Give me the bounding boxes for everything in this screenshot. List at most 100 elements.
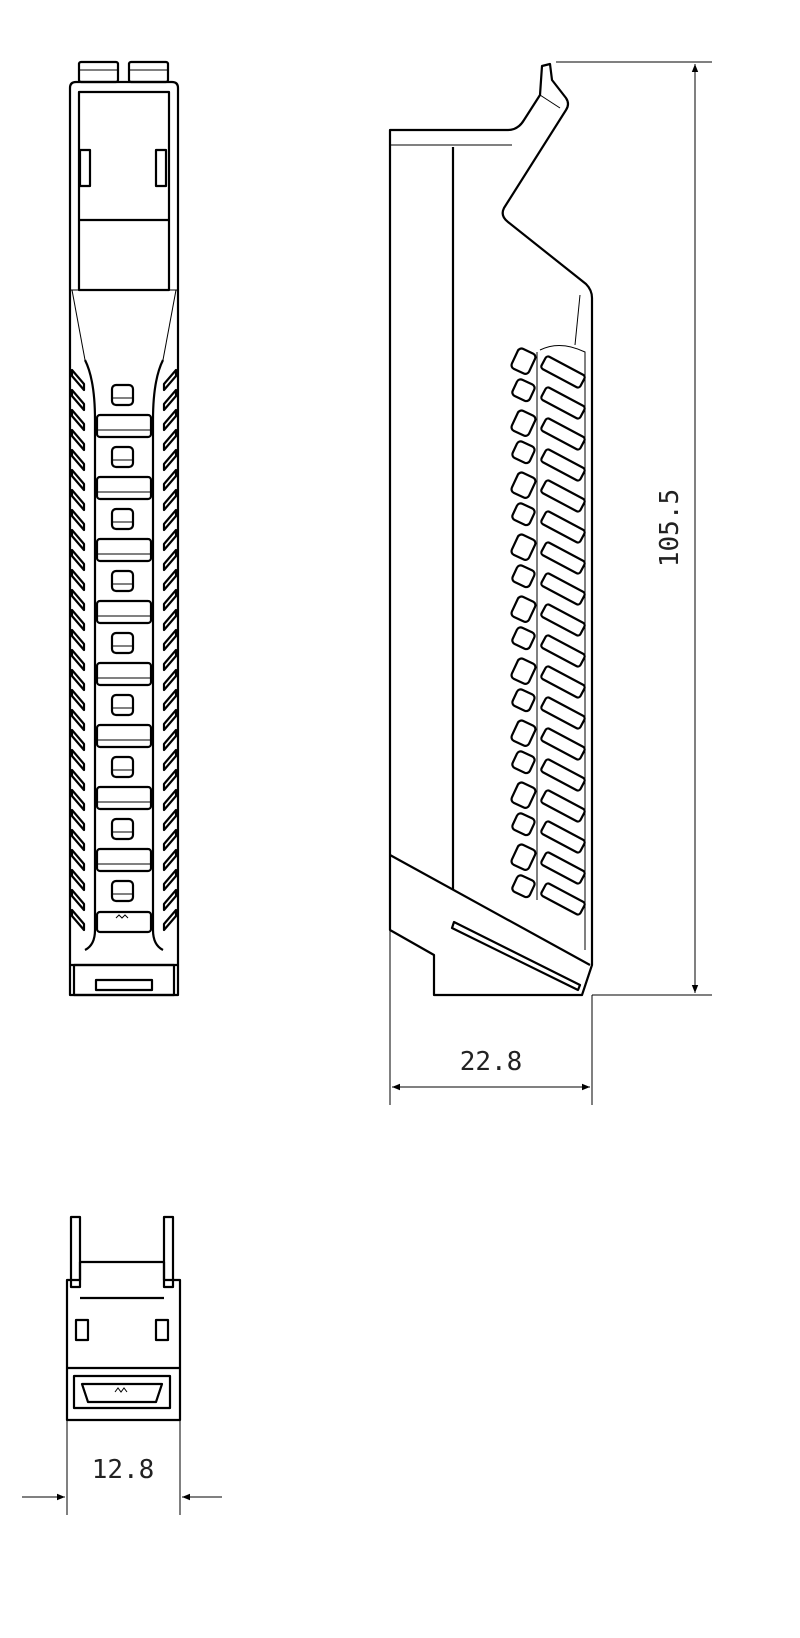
vent-rib	[162, 848, 178, 872]
vent-rib	[162, 888, 178, 912]
dimension-width: 12.8	[22, 1420, 222, 1515]
vent-rib	[70, 728, 86, 752]
vent-rib	[162, 648, 178, 672]
side-vent-small	[511, 502, 536, 527]
side-vent-small	[510, 657, 537, 685]
vent-rib	[70, 668, 86, 692]
vent-rib	[162, 808, 178, 832]
vent-rib	[70, 408, 86, 432]
vent-rib	[70, 588, 86, 612]
vent-rib	[70, 808, 86, 832]
dimension-depth: 22.8	[389, 930, 593, 1105]
vent-rib	[162, 548, 178, 572]
side-vent-small	[511, 874, 536, 899]
vent-slot-small	[110, 445, 135, 469]
vent-rib	[70, 688, 86, 712]
side-vent-small	[511, 378, 536, 403]
side-vent-long	[540, 479, 586, 513]
vent-rib	[162, 728, 178, 752]
vent-slot-wide	[95, 661, 153, 687]
vent-rib	[70, 488, 86, 512]
vent-rib	[162, 568, 178, 592]
vent-rib	[162, 628, 178, 652]
vent-rib	[162, 388, 178, 412]
vent-rib	[70, 568, 86, 592]
side-vent-long	[540, 727, 586, 761]
side-vent-small	[511, 812, 536, 837]
dimension-height-label: 105.5	[655, 489, 685, 567]
vent-slot-small	[110, 569, 135, 593]
side-vent-small	[510, 781, 537, 809]
vent-rib	[70, 908, 86, 932]
vent-rib	[162, 708, 178, 732]
vent-rib	[162, 468, 178, 492]
side-vent-long	[540, 820, 586, 854]
vent-rib	[70, 468, 86, 492]
side-vent-long	[540, 758, 586, 792]
vent-rib	[162, 428, 178, 452]
vent-rib	[162, 588, 178, 612]
side-view	[388, 62, 594, 997]
side-vent-small	[510, 843, 537, 871]
vent-slot-small	[110, 755, 135, 779]
vent-rib	[162, 828, 178, 852]
dimension-height: 105.5	[556, 61, 712, 996]
vent-slot-wide	[95, 785, 153, 811]
vent-slot-wide	[95, 475, 153, 501]
side-vent-long	[540, 789, 586, 823]
vent-rib	[162, 688, 178, 712]
vent-rib	[70, 388, 86, 412]
vent-rib	[162, 408, 178, 432]
vent-rib	[162, 368, 178, 392]
side-vent-small	[510, 471, 537, 499]
side-vent-long	[540, 634, 586, 668]
side-vent-long	[540, 572, 586, 606]
side-vent-small	[510, 409, 537, 437]
side-vent-long	[540, 696, 586, 730]
vent-rib	[162, 488, 178, 512]
vent-rib	[162, 868, 178, 892]
vent-slot-wide	[95, 847, 153, 873]
vent-rib	[162, 668, 178, 692]
vent-rib	[162, 528, 178, 552]
vent-slot-wide	[95, 413, 153, 439]
vent-rib	[70, 448, 86, 472]
vent-rib	[162, 748, 178, 772]
vent-slot-small	[110, 383, 135, 407]
vent-rib	[162, 768, 178, 792]
bottom-view	[65, 1215, 182, 1422]
vent-rib	[70, 748, 86, 772]
vent-rib	[70, 528, 86, 552]
vent-rib	[70, 628, 86, 652]
vent-rib	[70, 768, 86, 792]
side-vent-small	[511, 440, 536, 465]
side-vent-small	[510, 347, 537, 375]
side-vent-long	[540, 541, 586, 575]
side-vent-long	[540, 665, 586, 699]
vent-slot-small	[110, 631, 135, 655]
vent-rib	[162, 788, 178, 812]
front-view	[68, 60, 180, 997]
vent-rib	[162, 448, 178, 472]
vent-rib	[162, 608, 178, 632]
side-vent-small	[511, 626, 536, 651]
side-vent-small	[511, 688, 536, 713]
side-vent-long	[540, 603, 586, 637]
vent-rib	[162, 908, 178, 932]
vent-rib	[70, 508, 86, 532]
side-vent-long	[540, 355, 586, 389]
vent-slot-small	[110, 507, 135, 531]
vent-rib	[70, 708, 86, 732]
vent-slot-wide	[95, 723, 153, 749]
vent-rib	[70, 608, 86, 632]
side-vent-long	[540, 417, 586, 451]
side-vent-small	[510, 719, 537, 747]
vent-slot-wide	[95, 537, 153, 563]
vent-slot-wide	[95, 599, 153, 625]
side-vent-long	[540, 510, 586, 544]
dimension-depth-label: 22.8	[460, 1047, 523, 1077]
side-vent-long	[540, 386, 586, 420]
vent-slot-small	[110, 879, 135, 903]
side-vent-small	[511, 750, 536, 775]
